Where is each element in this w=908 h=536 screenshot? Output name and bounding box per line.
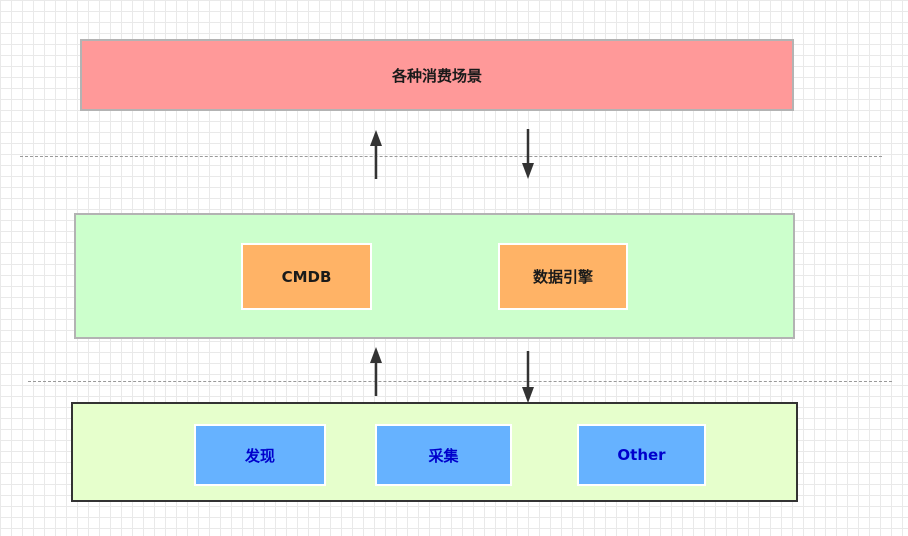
consumption-scenarios-layer: 各种消费场景 [80, 39, 794, 111]
collection-box: 采集 [375, 424, 512, 486]
consumption-scenarios-label: 各种消费场景 [391, 66, 482, 85]
cmdb-box: CMDB [241, 243, 372, 310]
discovery-label: 发现 [244, 446, 275, 465]
separator-line-bottom [28, 381, 892, 382]
collection-label: 采集 [428, 446, 459, 465]
arrow-down-from-middle [522, 351, 534, 403]
data-engine-box: 数据引擎 [498, 243, 628, 310]
separator-line-top [20, 156, 882, 157]
other-label: Other [617, 446, 666, 464]
arrow-up-to-middle [370, 347, 382, 396]
middle-layer [74, 213, 795, 339]
arrow-up-to-consumption [370, 130, 382, 179]
other-box: Other [577, 424, 706, 486]
cmdb-label: CMDB [281, 267, 332, 286]
arrow-down-from-consumption [522, 129, 534, 179]
discovery-box: 发现 [194, 424, 326, 486]
data-engine-label: 数据引擎 [532, 268, 593, 286]
